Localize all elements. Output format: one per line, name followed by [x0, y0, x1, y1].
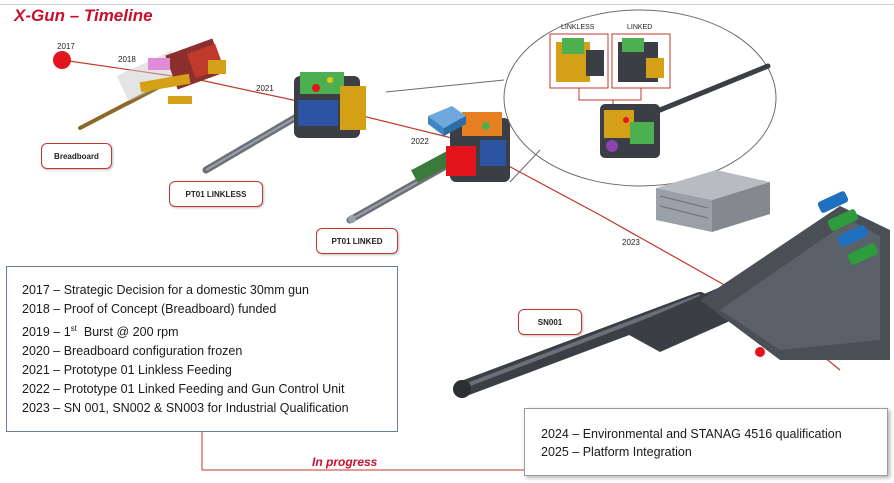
electronics-unit-image [656, 170, 770, 232]
sn001-label: SN001 [518, 309, 582, 335]
history-item: 2023 – SN 001, SN002 & SN003 for Industr… [22, 401, 349, 416]
breadboard-gun-image [78, 38, 226, 130]
timeline-start-dot [53, 51, 71, 69]
in-progress-label: In progress [312, 455, 378, 469]
title-rule [0, 4, 894, 5]
pt01-linkless-label: PT01 LINKLESS [169, 181, 263, 207]
page-title: X-Gun – Timeline [14, 6, 153, 25]
history-item: 2019 – 1st Burst @ 200 rpm [22, 324, 179, 340]
future-item: 2024 – Environmental and STANAG 4516 qua… [541, 427, 842, 441]
progress-connector [201, 432, 524, 471]
history-item: 2022 – Prototype 01 Linked Feeding and G… [22, 382, 345, 397]
detail-leader-line [385, 79, 505, 93]
future-list: 2024 – Environmental and STANAG 4516 qua… [524, 408, 888, 476]
year-2017: 2017 [57, 42, 75, 51]
gun-control-unit-image [428, 106, 466, 136]
detail-leader-line [509, 149, 541, 183]
year-2021: 2021 [256, 84, 274, 93]
year-2022: 2022 [411, 137, 429, 146]
future-item: 2025 – Platform Integration [541, 445, 692, 459]
pt01-linkless-gun-image [202, 72, 366, 174]
year-2018: 2018 [118, 55, 136, 64]
sn001-gun-image [453, 191, 890, 398]
history-item: 2021 – Prototype 01 Linkless Feeding [22, 363, 232, 378]
feed-assembly-image [600, 63, 771, 158]
pt01-linked-label: PT01 LINKED [316, 228, 398, 254]
pt01-linked-gun-image [346, 112, 510, 224]
history-item: 2018 – Proof of Concept (Breadboard) fun… [22, 302, 277, 316]
year-2023: 2023 [622, 238, 640, 247]
linkless-feed-image [549, 33, 609, 89]
history-item: 2020 – Breadboard configuration frozen [22, 344, 243, 359]
history-list: 2017 – Strategic Decision for a domestic… [6, 266, 398, 432]
linked-label: LINKED [627, 24, 653, 31]
linkless-label: LINKLESS [561, 24, 595, 31]
history-item: 2017 – Strategic Decision for a domestic… [22, 283, 309, 297]
breadboard-label: Breadboard [41, 143, 112, 169]
feed-connector [613, 88, 642, 101]
linked-feed-image [611, 33, 671, 89]
